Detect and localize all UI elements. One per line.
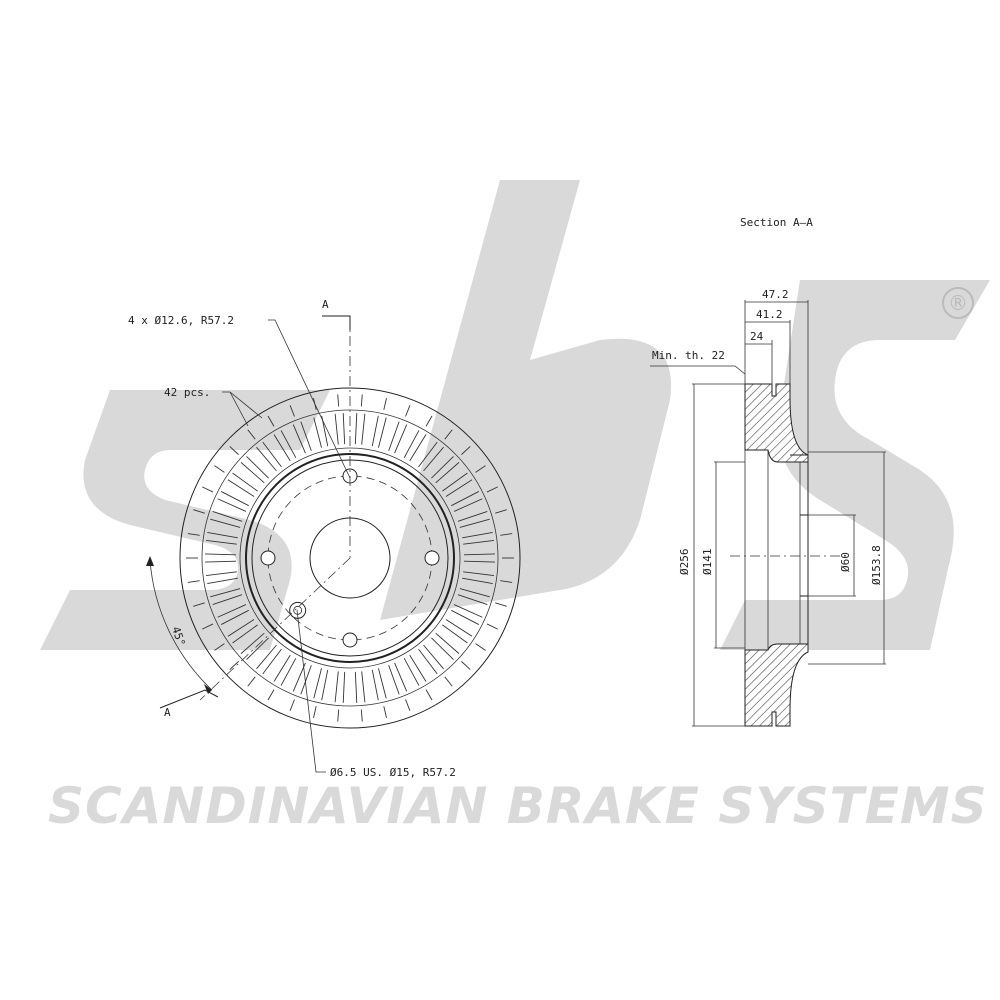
brand-tagline: SCANDINAVIAN BRAKE SYSTEMS [48,777,988,835]
section-cut-top [322,315,351,330]
registered-mark: ® [948,291,968,315]
cooling-vanes [186,394,514,722]
cooling-vane [457,509,507,528]
angle-label: 45° [169,625,188,648]
cooling-vane [462,571,513,585]
section-marker-top: A [322,298,329,311]
dim-friction-inner-diameter: Ø141 [701,549,714,576]
cooling-vane [313,668,329,718]
cooling-vane [334,671,346,722]
cooling-vane [371,398,387,448]
angle-arc [149,559,213,691]
cooling-vane [388,662,411,711]
friction-ring-bottom [744,643,809,727]
dim-disc-thickness: 24 [750,330,764,343]
bolt-hole [342,632,358,648]
cooling-vane [193,588,243,607]
cooling-vane [214,619,258,651]
cooling-vane [403,654,433,701]
cooling-vane [202,604,249,630]
cooling-vane [193,509,243,528]
cooling-vane [457,588,507,607]
cooling-vane [451,486,498,512]
section-marker-bottom: A [164,706,171,719]
cooling-vane [229,446,269,484]
bolt-hole [424,550,440,566]
dim-hat-diameter: Ø153.8 [870,545,883,585]
bolt-hole [260,550,276,566]
cooling-vane [187,571,238,585]
vane-inner-ring [239,447,461,669]
section-cut-bottom [159,689,219,709]
bolt-holes-label: 4 x Ø12.6, R57.2 [128,314,234,327]
cooling-vane [451,604,498,630]
dim-center-bore: Ø60 [839,552,852,572]
cooling-vane [267,654,297,701]
cooling-vane [442,465,486,497]
cooling-vane [354,671,366,722]
cooling-vane [247,644,282,687]
cooling-vane [418,644,453,687]
small-holes-leader [296,609,326,773]
cooling-vane [354,394,366,445]
dim-total-width: 47.2 [762,288,789,301]
cooling-vane [463,553,514,563]
cooling-vane [388,405,411,454]
disc-outer-edge [179,387,521,729]
sbs-logo [40,180,990,650]
dim-hat-width: 41.2 [756,308,783,321]
dim-outer-diameter: Ø256 [678,549,691,576]
cooling-vane [403,415,433,462]
cooling-vane [187,531,238,545]
hat-outer-edge [245,453,455,663]
cooling-vane [202,486,249,512]
cooling-vane [214,465,258,497]
cooling-vane [229,632,269,670]
centerline-diagonal [199,557,351,701]
cooling-vane [267,415,297,462]
disc-front-view: A A 45° 4 x Ø12.6, R57.2 42 pcs. Ø6.5 US… [128,298,521,779]
disc-section-view: Section A–A 47.2 41.2 24 Min. th. 22 Ø25… [650,216,886,727]
cooling-vane [418,429,453,472]
vanes-label: 42 pcs. [164,386,210,399]
cooling-vane [289,405,312,454]
cooling-vane [186,553,237,563]
min-thickness-label: Min. th. 22 [652,349,725,362]
cooling-vane [462,531,513,545]
cooling-vane [371,668,387,718]
cooling-vane [334,394,346,445]
cooling-vane [247,429,282,472]
cooling-vane [442,619,486,651]
small-holes-label: Ø6.5 US. Ø15, R57.2 [330,766,456,779]
cooling-vane [431,632,471,670]
cooling-vane [431,446,471,484]
bolt-holes-leader [268,319,351,479]
section-title: Section A–A [740,216,813,229]
